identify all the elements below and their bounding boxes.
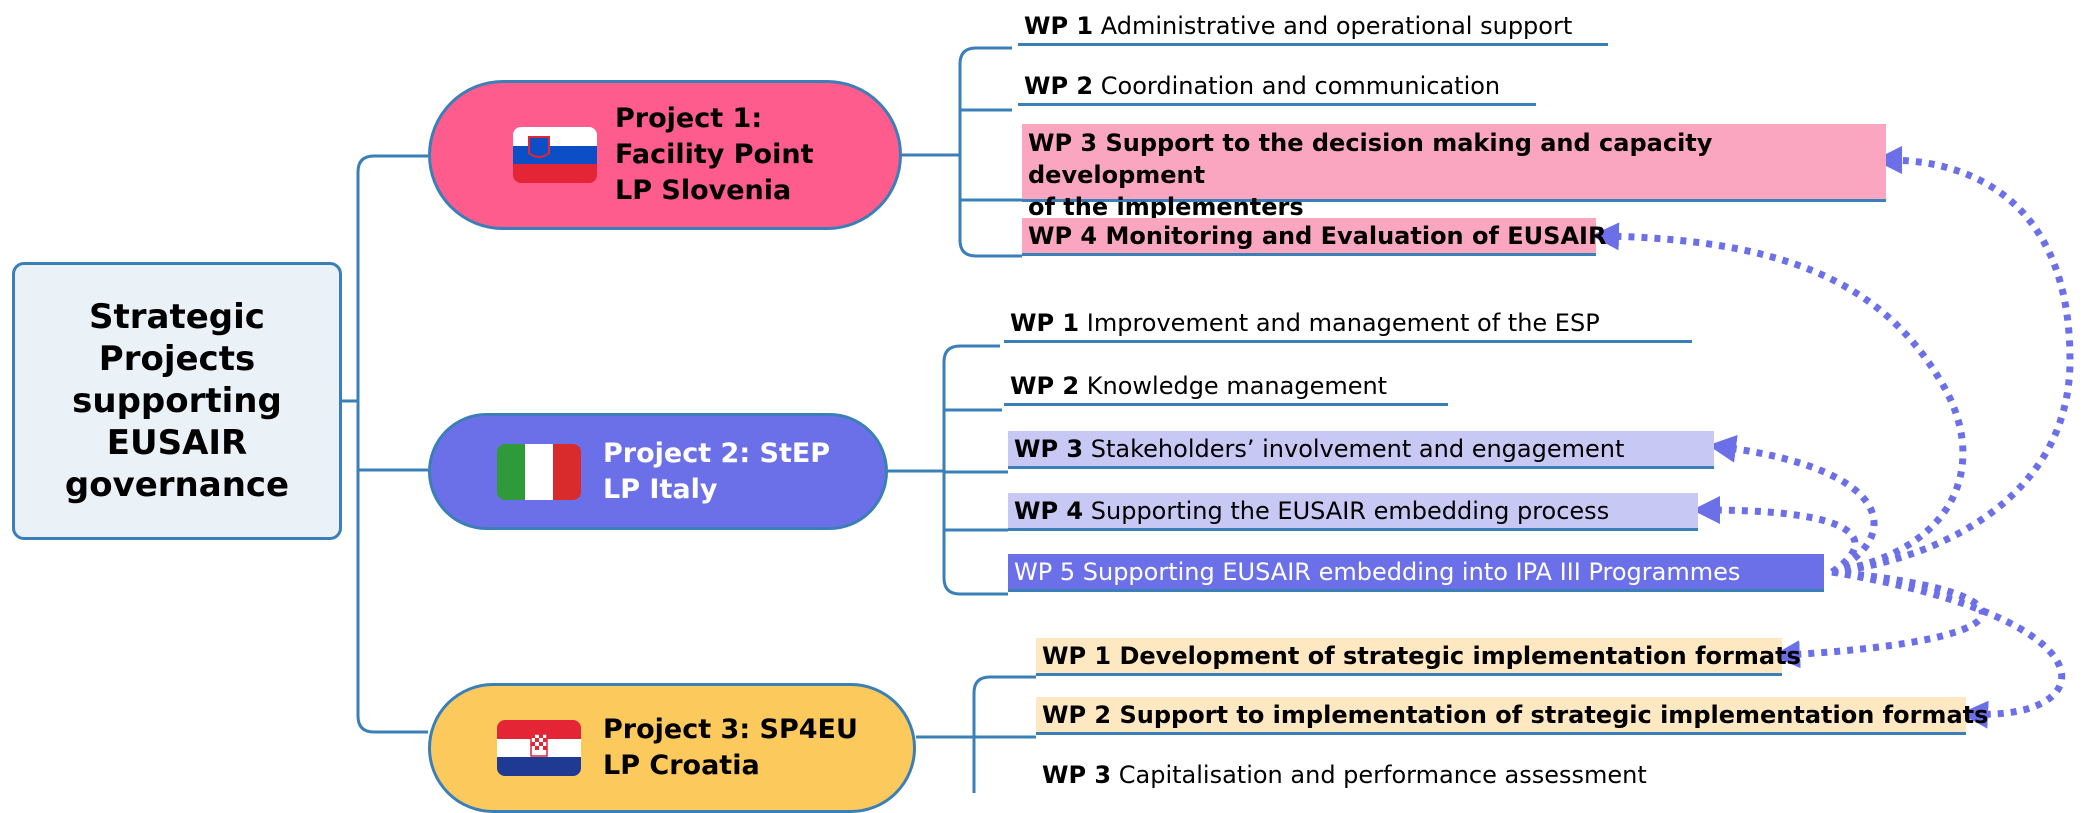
wp-text: Supporting EUSAIR embedding into IPA III… [1082,558,1741,586]
p2-wp5: WP 5 Supporting EUSAIR embedding into IP… [1008,554,1824,592]
arrow-wp5-to-p3wp2 [1831,568,2066,729]
wp-number: WP 2 [1024,72,1094,100]
wp-text: Stakeholders’ involvement and engagement [1090,435,1625,463]
project-1-title: Project 1: Facility Point LP Slovenia [615,101,813,209]
project-1-line1: Project 1: [615,103,763,134]
wp-number: WP 3 [1014,435,1084,463]
root-node: Strategic Projects supporting EUSAIR gov… [12,262,342,540]
p2-wp2: WP 2 Knowledge management [1004,368,1448,406]
arrow-wp5-to-p3wp1 [1772,568,1986,669]
arrow-wp5-to-p2wp3 [1708,434,1878,576]
p2-wp3: WP 3 Stakeholders’ involvement and engag… [1008,431,1714,469]
project-2-node: Project 2: StEP LP Italy [428,413,888,530]
wp-number: WP 1 [1010,309,1080,337]
wp-text: Support to implementation of strategic i… [1119,701,1989,729]
wp-text: Improvement and management of the ESP [1086,309,1600,337]
slovenia-flag-icon [513,127,597,183]
wp-number: WP 3 [1042,761,1112,789]
root-label: Strategic Projects supporting EUSAIR gov… [64,297,290,505]
wp-text: Knowledge management [1086,372,1388,400]
project-3-title: Project 3: SP4EU LP Croatia [603,712,858,784]
p1-wp4: WP 4 Monitoring and Evaluation of EUSAIR [1022,218,1606,256]
croatia-flag-icon [497,720,581,776]
p3-wp3: WP 3 Capitalisation and performance asse… [1036,757,1686,792]
wp-number: WP 5 [1014,558,1076,586]
italy-flag-icon [497,443,581,500]
root-branch-line [342,154,428,734]
wp-text: Support to the decision making and capac… [1028,129,1713,189]
project-1-line3: LP Slovenia [615,175,792,206]
project-2-title: Project 2: StEP LP Italy [603,436,830,508]
wp-number: WP 4 [1028,222,1098,250]
wp-number: WP 2 [1042,701,1112,729]
arrow-wp5-to-p2wp4 [1692,496,1859,575]
project-2-line2: LP Italy [603,473,718,505]
p3-wp1: WP 1 Development of strategic implementa… [1036,638,1801,676]
project-3-line1: Project 3: SP4EU [603,714,858,745]
wp-text: Coordination and communication [1100,72,1501,100]
wp-text: Capitalisation and performance assessmen… [1118,761,1647,789]
p2-wp4: WP 4 Supporting the EUSAIR embedding pro… [1008,493,1698,531]
connector-lines [342,46,2074,793]
p2-wp1: WP 1 Improvement and management of the E… [1004,305,1692,343]
p2-branch-line [888,344,1008,596]
wp-text-line2: of the implementers [1028,193,1304,221]
wp-number: WP 3 [1028,129,1098,157]
project-3-line2: LP Croatia [603,750,760,781]
p3-wp2: WP 2 Support to implementation of strate… [1036,697,1988,735]
wp-text: Administrative and operational support [1100,12,1573,40]
wp-text: Development of strategic implementation … [1119,642,1801,670]
p1-branch-line [902,46,1022,258]
wp-number: WP 2 [1010,372,1080,400]
p1-wp3: WP 3 Support to the decision making and … [1022,124,1886,221]
project-3-node: Project 3: SP4EU LP Croatia [428,683,916,813]
project-1-line2: Facility Point [615,139,814,170]
p3-branch-line [916,675,1036,793]
wp-number: WP 1 [1024,12,1094,40]
arrow-wp5-to-p1wp4 [1591,222,1967,576]
project-1-node: Project 1: Facility Point LP Slovenia [428,80,902,230]
wp-number: WP 4 [1014,497,1084,525]
wp-text: Supporting the EUSAIR embedding process [1090,497,1610,525]
p1-wp1: WP 1 Administrative and operational supp… [1018,8,1608,46]
project-2-line1: Project 2: StEP [603,437,831,469]
wp-number: WP 1 [1042,642,1112,670]
wp-text: Monitoring and Evaluation of EUSAIR [1105,222,1607,250]
arrow-wp5-to-p1wp3 [1831,146,2074,576]
p1-wp2: WP 2 Coordination and communication [1018,68,1536,106]
